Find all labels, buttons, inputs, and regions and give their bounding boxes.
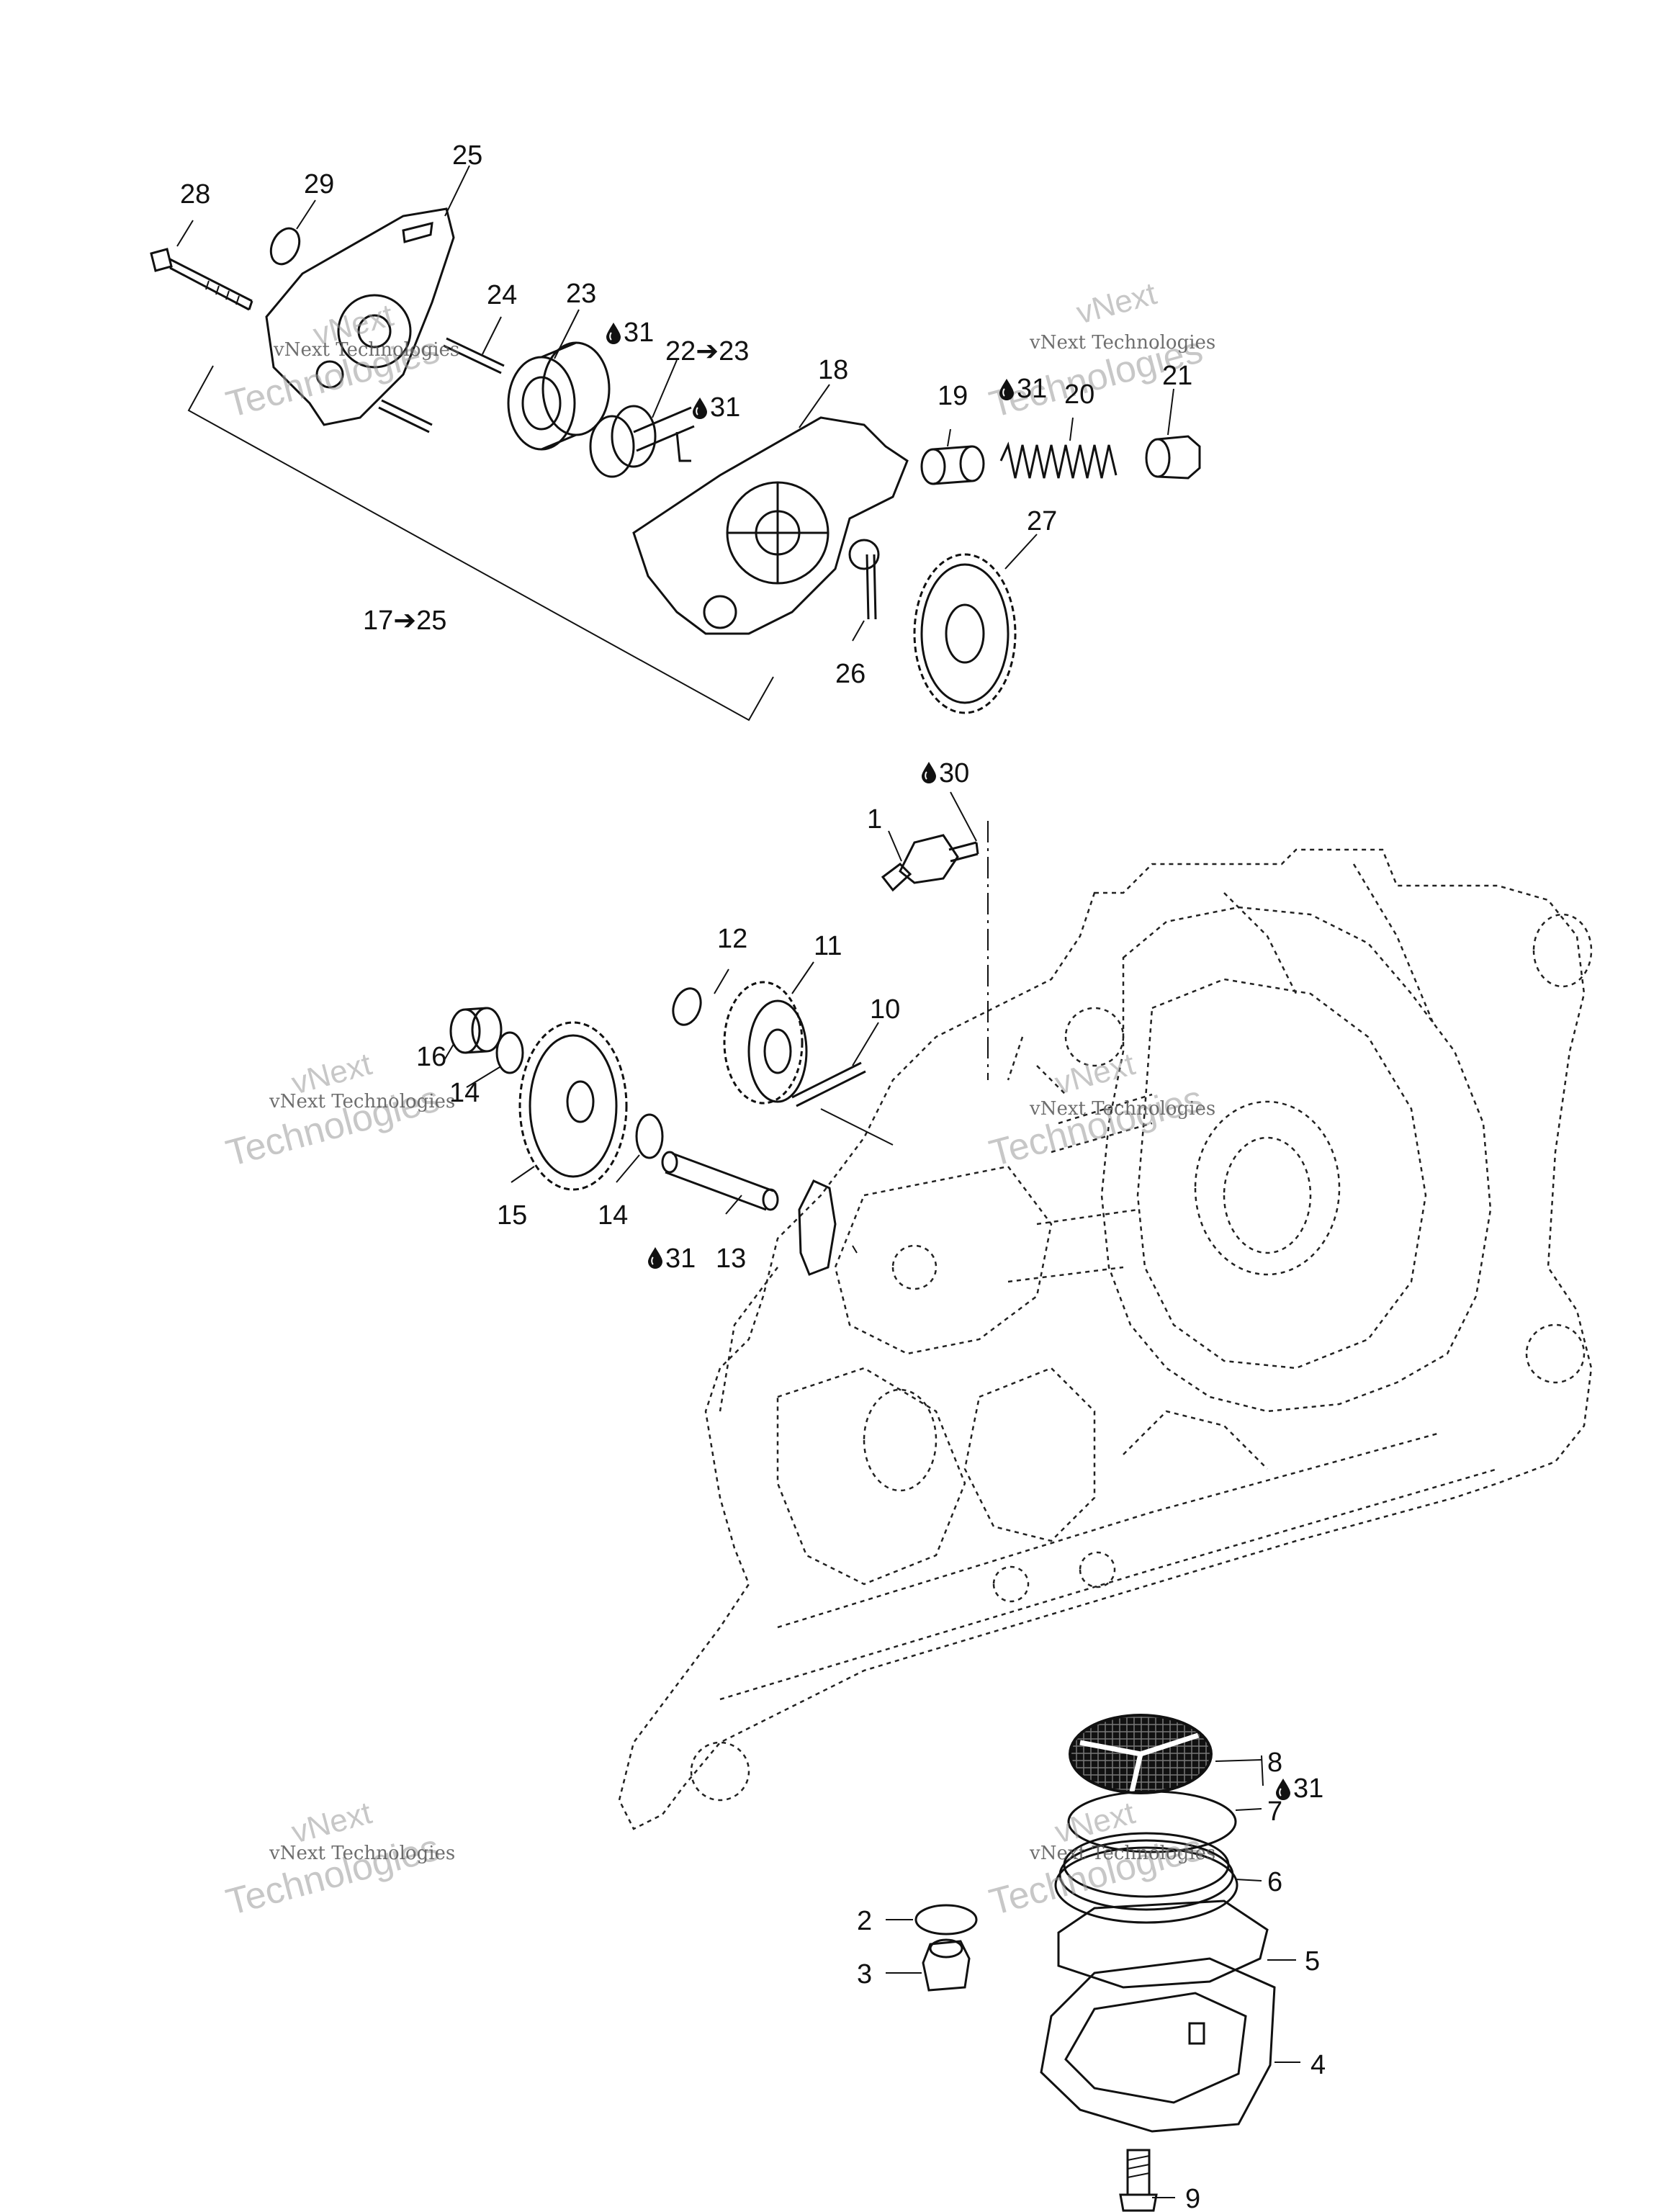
svg-text:31: 31 xyxy=(1293,1773,1323,1804)
callout-5: 5 xyxy=(1305,1946,1320,1977)
callout-9: 9 xyxy=(1185,2184,1200,2212)
callout-12: 12 xyxy=(717,924,747,954)
callout-24: 24 xyxy=(487,280,517,310)
svg-text:vNext Technologies: vNext Technologies xyxy=(269,1091,455,1112)
circlip-12 xyxy=(672,987,702,1026)
callout-1: 1 xyxy=(867,804,882,835)
sealing-ring-2 xyxy=(914,1904,978,1936)
leader-lines-top xyxy=(176,165,1174,642)
bushing-16 xyxy=(449,1007,503,1054)
callout-28: 28 xyxy=(180,179,210,210)
callout-16: 16 xyxy=(416,1042,446,1072)
watermark-mid-right: vNext Technologies vNext Technologies xyxy=(985,1046,1215,1174)
callout-13: 13 xyxy=(716,1244,746,1274)
shaft-13 xyxy=(661,1151,779,1211)
plug-21 xyxy=(1145,435,1201,480)
svg-text:Technologies: Technologies xyxy=(985,1078,1207,1175)
lubricant-callout-31-b: 31 xyxy=(692,392,740,423)
callout-17-25: 17➔25 xyxy=(363,606,446,636)
washer-14-left xyxy=(495,1031,524,1074)
svg-text:vNext Technologies: vNext Technologies xyxy=(273,339,459,361)
callout-2: 2 xyxy=(857,1906,872,1936)
callout-4: 4 xyxy=(1310,2050,1326,2080)
bolt-28 xyxy=(150,248,253,311)
lubricant-callout-31-c: 31 xyxy=(999,374,1047,404)
pump-body-18 xyxy=(632,416,909,635)
callout-15: 15 xyxy=(497,1200,527,1231)
gear-11 xyxy=(723,981,808,1105)
svg-text:31: 31 xyxy=(1017,374,1047,404)
gasket-5 xyxy=(1057,1899,1269,1989)
callout-8: 8 xyxy=(1267,1748,1282,1778)
callout-7: 7 xyxy=(1267,1797,1282,1827)
o-ring-29 xyxy=(269,227,301,266)
inner-rotor-22 xyxy=(589,405,695,478)
svg-text:31: 31 xyxy=(665,1244,696,1274)
dowel-pins-24 xyxy=(378,337,505,433)
oil-drop-icon xyxy=(647,1246,663,1269)
gear-15 xyxy=(518,1021,628,1191)
svg-text:31: 31 xyxy=(624,318,654,348)
lubricant-callout-31-a: 31 xyxy=(606,318,654,348)
callout-27: 27 xyxy=(1027,506,1057,536)
filter-screen-6 xyxy=(1054,1832,1238,1924)
strainer-8 xyxy=(1069,1714,1213,1794)
leader-lines-bottom xyxy=(886,1755,1300,2198)
svg-text:vNext: vNext xyxy=(1051,1046,1138,1101)
lubricant-callout-31-e: 31 xyxy=(1275,1773,1323,1804)
outer-rotor-23 xyxy=(507,341,611,451)
svg-text:vNext Technologies: vNext Technologies xyxy=(269,1843,455,1864)
callout-14-left: 14 xyxy=(449,1078,480,1108)
oil-drop-icon xyxy=(692,397,708,420)
crankcase-outline xyxy=(618,848,1593,1830)
group-bracket xyxy=(187,365,774,721)
callout-19: 19 xyxy=(938,381,968,411)
callout-11: 11 xyxy=(814,931,842,961)
svg-text:vNext Technologies: vNext Technologies xyxy=(1029,1098,1215,1120)
callout-14-right: 14 xyxy=(598,1200,628,1231)
oil-drop-icon xyxy=(1275,1778,1291,1801)
pin-26 xyxy=(866,554,877,620)
callout-10: 10 xyxy=(870,994,900,1025)
washer-14-right xyxy=(635,1113,664,1159)
callout-20: 20 xyxy=(1064,379,1094,410)
callout-3: 3 xyxy=(857,1959,872,1990)
callout-21: 21 xyxy=(1162,361,1192,391)
callout-29: 29 xyxy=(304,169,334,199)
oil-drop-icon xyxy=(606,322,621,345)
callout-22-23: 22➔23 xyxy=(665,336,749,367)
callout-25: 25 xyxy=(452,140,482,171)
o-ring-7 xyxy=(1067,1790,1237,1853)
lubricant-callout-30: 30 xyxy=(921,758,969,788)
svg-text:vNext Technologies: vNext Technologies xyxy=(1029,1843,1215,1864)
cover-4 xyxy=(1040,1957,1276,2133)
svg-text:vNext: vNext xyxy=(1073,276,1160,331)
o-ring-13 xyxy=(798,1179,837,1276)
svg-text:Technologies: Technologies xyxy=(985,1827,1207,1924)
watermark-bottom-left: vNext Technologies vNext Technologies xyxy=(222,1795,455,1923)
svg-text:31: 31 xyxy=(710,392,740,423)
oil-drop-icon xyxy=(921,761,937,784)
watermark-bottom-right: vNext Technologies vNext Technologies xyxy=(985,1795,1215,1923)
svg-text:30: 30 xyxy=(939,758,969,788)
relief-piston-19 xyxy=(920,445,985,485)
oil-pressure-switch-1 xyxy=(881,834,979,892)
lubricant-callout-31-d: 31 xyxy=(647,1244,696,1274)
svg-text:Technologies: Technologies xyxy=(222,1827,444,1924)
watermark-top-left: vNext Technologies vNext Technologies xyxy=(222,297,459,426)
bolt-9 xyxy=(1119,2149,1158,2212)
callout-26: 26 xyxy=(835,659,866,689)
svg-text:vNext Technologies: vNext Technologies xyxy=(1029,332,1215,354)
callout-6: 6 xyxy=(1267,1867,1282,1897)
drain-plug-3 xyxy=(922,1938,971,1992)
callout-18: 18 xyxy=(818,355,848,385)
leader-lines-mid xyxy=(443,791,977,1254)
pump-cover-25 xyxy=(265,207,455,426)
shaft-10 xyxy=(791,1061,866,1107)
relief-spring-20 xyxy=(999,441,1118,479)
pump-gear-27 xyxy=(913,553,1017,714)
callout-23: 23 xyxy=(566,279,596,309)
